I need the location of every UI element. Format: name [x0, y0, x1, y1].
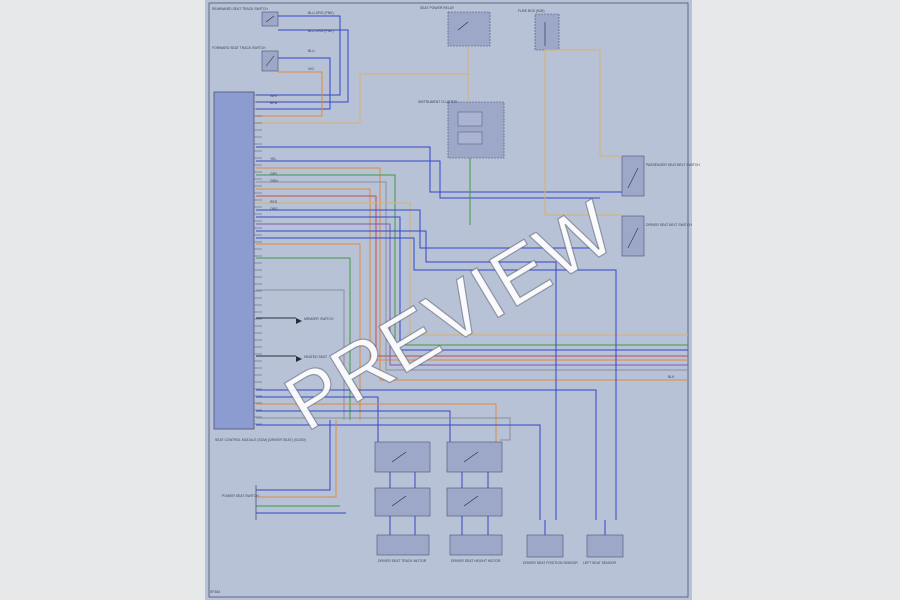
- fuse-label: FUSE BOX (BJB): [518, 9, 545, 13]
- bottom-sensor-1-label: DRIVER SEAT POSITION SENSOR: [523, 561, 578, 565]
- bottom-motor-2: DRIVER SEAT HEIGHT MOTOR: [449, 534, 503, 563]
- wire-blue-30: [256, 389, 597, 520]
- wire-label-org: ORG: [270, 207, 278, 211]
- relay-top: SEAT POWER RELAY: [420, 6, 491, 47]
- wire-label-top-3: BLU: [308, 49, 315, 53]
- control-module-label: SEAT CONTROL MODULE (SCM) (DRIVER SEAT) …: [215, 438, 306, 442]
- arrow-label-1: MEMORY SWITCH: [304, 317, 334, 321]
- wire-label-top-2: BLU-ORG (PNK): [308, 29, 334, 33]
- wire-label-wht: WHT: [270, 94, 278, 98]
- wire-label-top-1: BLU-ORG (PNK): [308, 11, 334, 15]
- wire-green-19: [256, 257, 351, 420]
- wire-tan-23: [545, 49, 622, 157]
- fuse-box-top: FUSE BOX (BJB): [518, 9, 560, 51]
- wire-blue-17: [256, 237, 617, 520]
- bottom-motor-1-label: DRIVER SEAT TRACK MOTOR: [378, 559, 427, 563]
- bottom-motor-1: DRIVER SEAT TRACK MOTOR: [376, 534, 430, 563]
- wire-violet-15: [256, 223, 688, 366]
- belt-switch-2: DRIVER SEAT BELT SWITCH: [621, 215, 692, 257]
- instrument-cluster-label: INSTRUMENT CLUSTER: [418, 100, 457, 104]
- wire-blue-27: [256, 410, 451, 442]
- wire-blue-25: [256, 396, 379, 442]
- wire-blue-16: [256, 230, 557, 520]
- wires-group: [254, 15, 688, 535]
- lower-left-connector: POWER SEAT SWITCH: [222, 485, 259, 520]
- wire-label-top-4: VIO: [308, 67, 314, 71]
- wire-tan-22: [544, 50, 622, 216]
- lower-left-connector-label: POWER SEAT SWITCH: [222, 494, 259, 498]
- diagram-border: [208, 2, 689, 598]
- top-left-switch-2: FORWARD SEAT TRACK SWITCH: [212, 46, 279, 72]
- bottom-motor-2-label: DRIVER SEAT HEIGHT MOTOR: [451, 559, 501, 563]
- wire-blue-2: [256, 57, 331, 110]
- relay-label: SEAT POWER RELAY: [420, 6, 455, 10]
- top-left-switch-1: REARWARD SEAT TRACK SWITCH: [212, 7, 279, 27]
- belt-switch-2-label: DRIVER SEAT BELT SWITCH: [646, 223, 692, 227]
- wire-blue-0: [256, 15, 341, 96]
- wire-red-11: [256, 195, 688, 357]
- bottom-sensor-1: DRIVER SEAT POSITION SENSOR: [523, 534, 578, 565]
- wire-label-brn: BRN: [270, 101, 278, 105]
- arrow-label-2: HEATED SEAT: [304, 355, 327, 359]
- wire-label-yel: YEL: [270, 157, 277, 161]
- control-module: SEAT CONTROL MODULE (SCM) (DRIVER SEAT) …: [210, 91, 306, 594]
- wire-orange-3: [256, 71, 323, 117]
- bottom-relay-group-1: [374, 441, 431, 517]
- belt-switch-1: PASSENGER SEAT BELT SWITCH: [621, 155, 700, 197]
- wire-blue-41: [256, 420, 331, 491]
- belt-switch-1-label: PASSENGER SEAT BELT SWITCH: [646, 163, 700, 167]
- arrow-label-group: MEMORY SWITCH HEATED SEAT: [296, 317, 334, 362]
- wire-blue-13: [256, 209, 600, 249]
- wire-orange-10: [256, 188, 688, 361]
- wire-blue-14: [256, 216, 688, 351]
- wire-tan-12: [256, 202, 688, 336]
- wire-blue-29: [256, 424, 541, 520]
- switch-1-label: REARWARD SEAT TRACK SWITCH: [212, 7, 268, 11]
- wire-orange-7: [256, 167, 688, 381]
- wire-label-grn: GRN: [270, 179, 278, 183]
- wire-green-8: [256, 174, 688, 346]
- wire-label-red: RED: [270, 200, 278, 204]
- wire-blue-5: [256, 146, 622, 193]
- wire-orange-42: [256, 420, 337, 498]
- wire-gray-28: [256, 417, 511, 441]
- bottom-relay-group-2: [446, 441, 503, 517]
- wire-orange-26: [256, 403, 497, 442]
- wire-blue-1: [256, 29, 349, 103]
- wire-gray-9: [256, 181, 688, 371]
- wire-orange-18: [256, 243, 361, 420]
- wire-label-blk: BLK: [668, 375, 675, 379]
- switch-2-label: FORWARD SEAT TRACK SWITCH: [212, 46, 266, 50]
- wire-blue-6: [256, 160, 600, 199]
- wire-label-group: BLU-ORG (PNK) BLU-ORG (PNK) BLU VIO WHT …: [270, 11, 675, 379]
- wire-gray-20: [256, 289, 345, 420]
- wire-label-gry: GRY: [270, 172, 278, 176]
- footer-code: SF364: [210, 590, 220, 594]
- bottom-sensor-2: LEFT SEAT SENSOR: [583, 534, 624, 565]
- instrument-cluster: INSTRUMENT CLUSTER: [418, 100, 505, 159]
- bottom-sensor-2-label: LEFT SEAT SENSOR: [583, 561, 617, 565]
